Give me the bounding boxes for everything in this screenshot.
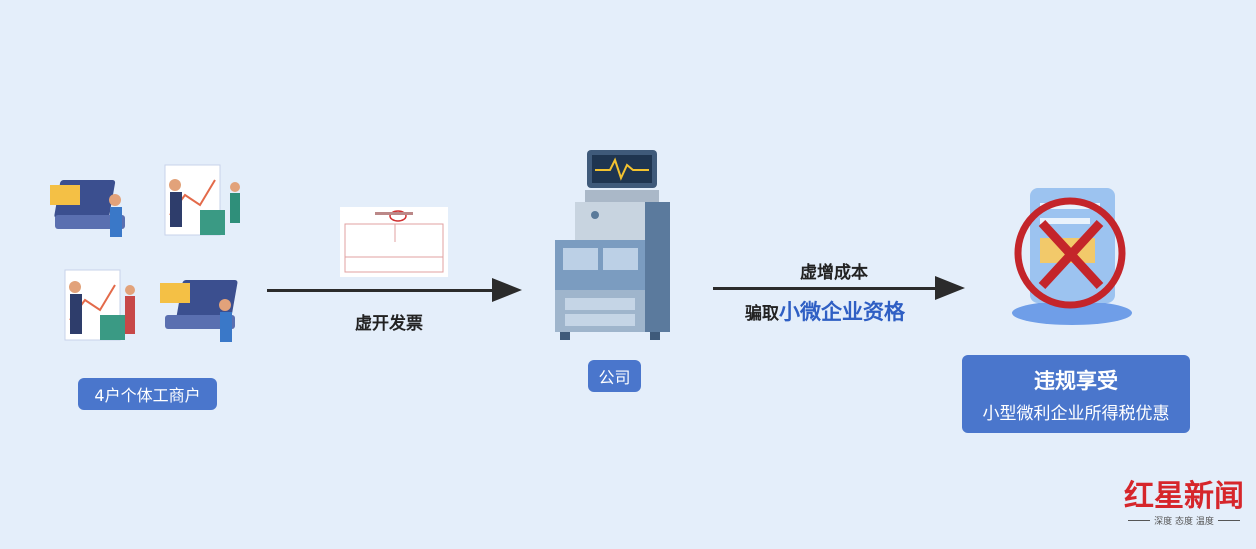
result-box: 违规享受 小型微利企业所得税优惠	[962, 355, 1190, 433]
brand-slogan: 深度 态度 温度	[1154, 517, 1214, 527]
merchants-label: 4户个体工商户	[78, 378, 217, 410]
meeting-scene-1	[164, 164, 240, 236]
invoice-icon	[340, 207, 448, 277]
company-machine-icon	[555, 150, 670, 340]
arrow2-line1: 虚增成本	[800, 263, 868, 283]
arrow-line-2	[713, 287, 938, 290]
laptop-scene-2	[160, 280, 238, 342]
watermark: 红星新闻 深度 态度 温度	[1120, 479, 1248, 528]
company-label: 公司	[588, 360, 641, 392]
arrow-line-1	[267, 289, 495, 292]
result-subtitle: 小型微利企业所得税优惠	[982, 403, 1170, 424]
arrow2-prefix: 骗取	[745, 304, 779, 324]
result-title: 违规享受	[1034, 368, 1118, 393]
arrow-head-1	[492, 278, 522, 302]
merchants-icon	[50, 164, 240, 342]
arrow1-label: 虚开发票	[355, 314, 423, 334]
laptop-scene-1	[50, 180, 125, 237]
arrow2-highlight: 小微企业资格	[779, 300, 905, 324]
rejected-document-icon	[1012, 188, 1132, 325]
meeting-scene-2	[64, 269, 135, 341]
arrow-head-2	[935, 276, 965, 300]
brand-logo: 红星新闻	[1124, 479, 1244, 514]
arrow2-line2: 骗取小微企业资格	[745, 296, 905, 326]
